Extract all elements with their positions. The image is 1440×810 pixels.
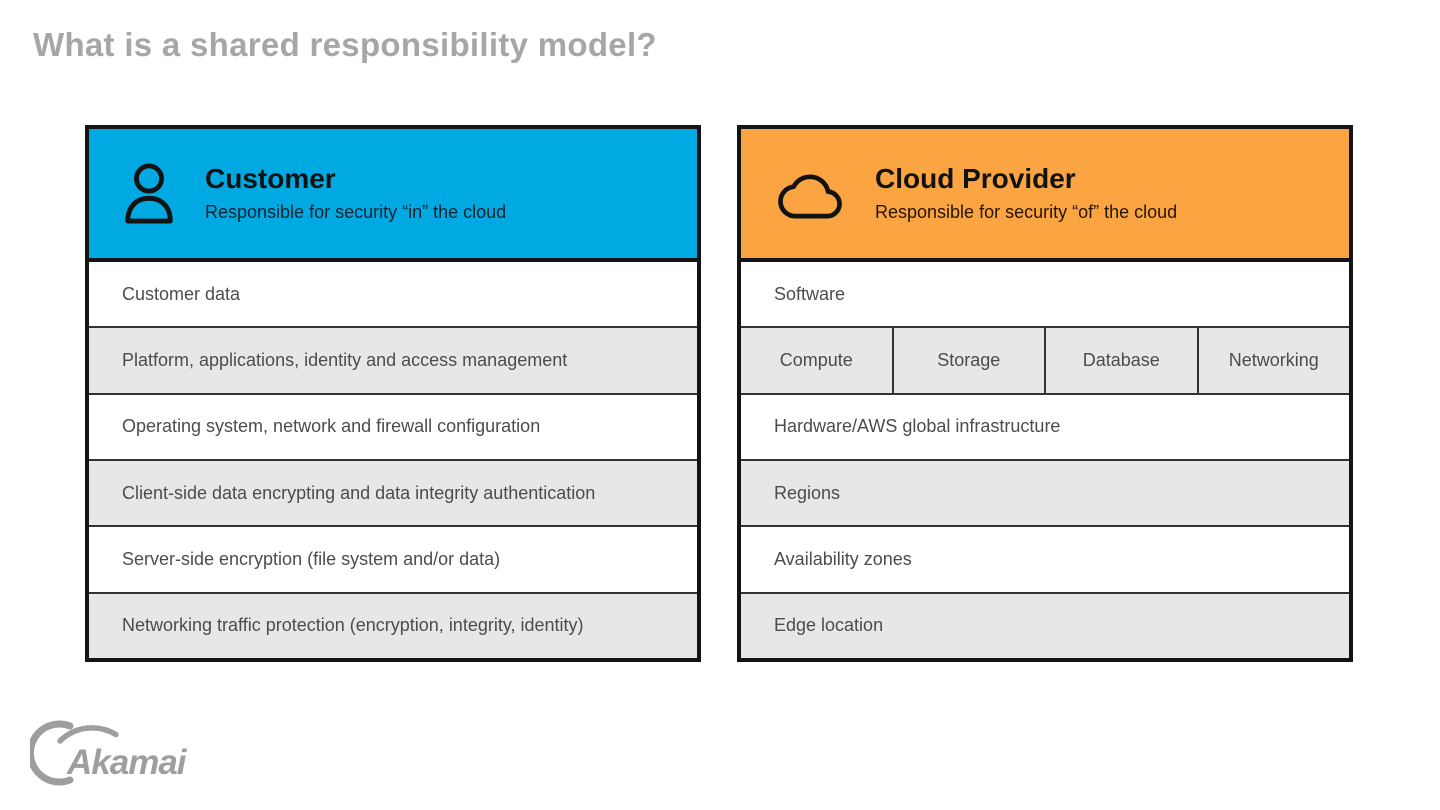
customer-row: Networking traffic protection (encryptio… <box>89 591 697 658</box>
provider-services-row: Compute Storage Database Networking <box>741 326 1349 393</box>
customer-row: Server-side encryption (file system and/… <box>89 525 697 592</box>
cloud-provider-panel-header: Cloud Provider Responsible for security … <box>741 129 1349 262</box>
cloud-provider-panel: Cloud Provider Responsible for security … <box>737 125 1353 662</box>
cloud-provider-panel-body: Software Compute Storage Database Networ… <box>741 262 1349 658</box>
provider-cell: Database <box>1046 328 1199 393</box>
customer-panel-body: Customer data Platform, applications, id… <box>89 262 697 658</box>
customer-row: Operating system, network and firewall c… <box>89 392 697 459</box>
provider-row: Availability zones <box>741 525 1349 592</box>
cloud-provider-title: Cloud Provider <box>875 162 1076 194</box>
cloud-provider-subtitle: Responsible for security “of” the cloud <box>875 202 1178 223</box>
provider-cell: Networking <box>1228 349 1319 370</box>
customer-row: Client-side data encrypting and data int… <box>89 458 697 526</box>
provider-cell: Storage <box>894 328 1046 393</box>
cloud-provider-header-text: Cloud Provider Responsible for security … <box>875 162 1178 224</box>
customer-row: Customer data <box>89 262 697 327</box>
provider-row: Regions <box>741 458 1349 526</box>
akamai-swoosh-icon <box>26 720 119 786</box>
provider-row: Software <box>741 262 1349 327</box>
provider-cell: Compute <box>741 328 894 393</box>
akamai-logo: Akamai <box>26 720 190 786</box>
customer-panel: Customer Responsible for security “in” t… <box>85 125 701 662</box>
customer-title: Customer <box>205 162 336 194</box>
person-icon <box>120 162 178 226</box>
customer-subtitle: Responsible for security “in” the cloud <box>205 202 507 223</box>
customer-row: Platform, applications, identity and acc… <box>89 326 697 393</box>
cloud-icon <box>772 163 848 225</box>
provider-row: Hardware/AWS global infrastructure <box>741 392 1349 459</box>
shared-responsibility-diagram: Customer Responsible for security “in” t… <box>85 125 1353 662</box>
provider-row: Edge location <box>741 591 1349 658</box>
akamai-wordmark: Akamai <box>66 743 188 782</box>
page-title: What is a shared responsibility model? <box>33 26 657 63</box>
customer-panel-header: Customer Responsible for security “in” t… <box>89 129 697 262</box>
customer-header-text: Customer Responsible for security “in” t… <box>205 162 507 224</box>
